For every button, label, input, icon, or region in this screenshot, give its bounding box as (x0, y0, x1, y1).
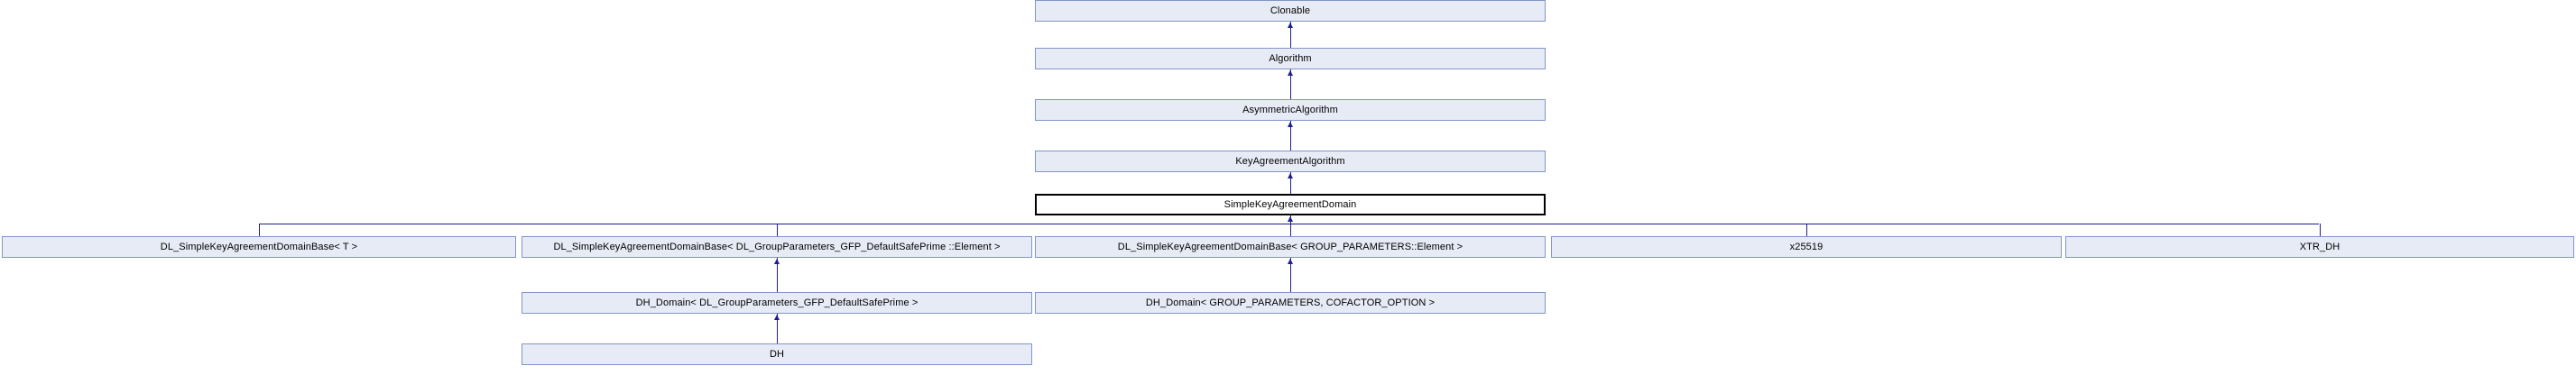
edge-dlbase_gfp-to-simplekad (777, 224, 778, 236)
class-node-label: KeyAgreementAlgorithm (1235, 156, 1345, 167)
edge-simplekad-to-keyagreement (1290, 172, 1291, 194)
class-node-label: Algorithm (1269, 53, 1312, 64)
class-node-xtr_dh[interactable]: XTR_DH (2065, 236, 2574, 258)
edge-dhdomain_group-to-dlbase_group (1290, 258, 1291, 292)
class-node-dhdomain_group[interactable]: DH_Domain< GROUP_PARAMETERS, COFACTOR_OP… (1035, 292, 1546, 314)
arrowhead-dhdomain_gfp-to-dlbase_gfp (774, 259, 780, 264)
class-node-simplekad: SimpleKeyAgreementDomain (1035, 194, 1546, 215)
edge-dlbase_group-to-simplekad (1290, 215, 1291, 236)
class-node-dlbase_t[interactable]: DL_SimpleKeyAgreementDomainBase< T > (2, 236, 516, 258)
class-node-label: AsymmetricAlgorithm (1242, 105, 1338, 115)
edge-keyagreement-to-asymmetric (1290, 121, 1291, 151)
class-node-label: XTR_DH (2299, 242, 2341, 252)
arrowhead-keyagreement-to-asymmetric (1288, 122, 1293, 127)
class-node-algorithm[interactable]: Algorithm (1035, 48, 1546, 69)
edge-asymmetric-to-algorithm (1290, 69, 1291, 99)
class-node-keyagreement[interactable]: KeyAgreementAlgorithm (1035, 151, 1546, 172)
class-node-dh[interactable]: DH (522, 343, 1032, 365)
class-node-label: DL_SimpleKeyAgreementDomainBase< T > (160, 242, 358, 252)
class-node-label: DH_Domain< DL_GroupParameters_GFP_Defaul… (635, 297, 919, 308)
class-node-label: DL_SimpleKeyAgreementDomainBase< GROUP_P… (1117, 242, 1463, 252)
class-node-asymmetric[interactable]: AsymmetricAlgorithm (1035, 99, 1546, 121)
class-node-dlbase_group[interactable]: DL_SimpleKeyAgreementDomainBase< GROUP_P… (1035, 236, 1546, 258)
edge-dh-to-dhdomain_gfp (777, 314, 778, 343)
arrowhead-dhdomain_group-to-dlbase_group (1288, 259, 1293, 264)
class-node-label: DL_SimpleKeyAgreementDomainBase< DL_Grou… (553, 242, 1001, 252)
class-node-clonable[interactable]: Clonable (1035, 0, 1546, 22)
arrowhead-simplekad-to-keyagreement (1288, 173, 1293, 178)
edge-xtr_dh-to-simplekad (2320, 224, 2321, 236)
class-node-label: Clonable (1270, 5, 1311, 16)
class-node-label: DH_Domain< GROUP_PARAMETERS, COFACTOR_OP… (1145, 297, 1436, 308)
class-node-dlbase_gfp[interactable]: DL_SimpleKeyAgreementDomainBase< DL_Grou… (522, 236, 1032, 258)
edge-x25519-to-simplekad (1806, 224, 1807, 236)
edge-dlbase_t-to-simplekad (259, 224, 260, 236)
class-node-dhdomain_gfp[interactable]: DH_Domain< DL_GroupParameters_GFP_Defaul… (522, 292, 1032, 314)
class-node-x25519[interactable]: x25519 (1551, 236, 2062, 258)
class-node-label: SimpleKeyAgreementDomain (1223, 199, 1357, 210)
class-node-label: DH (769, 349, 785, 360)
arrowhead-dh-to-dhdomain_gfp (774, 315, 780, 320)
class-node-label: x25519 (1789, 242, 1824, 252)
edge-current-node-to-bus (1290, 215, 1291, 224)
arrowhead-algorithm-to-clonable (1288, 23, 1293, 28)
arrowhead-asymmetric-to-algorithm (1288, 70, 1293, 76)
edge-dhdomain_gfp-to-dlbase_gfp (777, 258, 778, 292)
edge-algorithm-to-clonable (1290, 22, 1291, 48)
